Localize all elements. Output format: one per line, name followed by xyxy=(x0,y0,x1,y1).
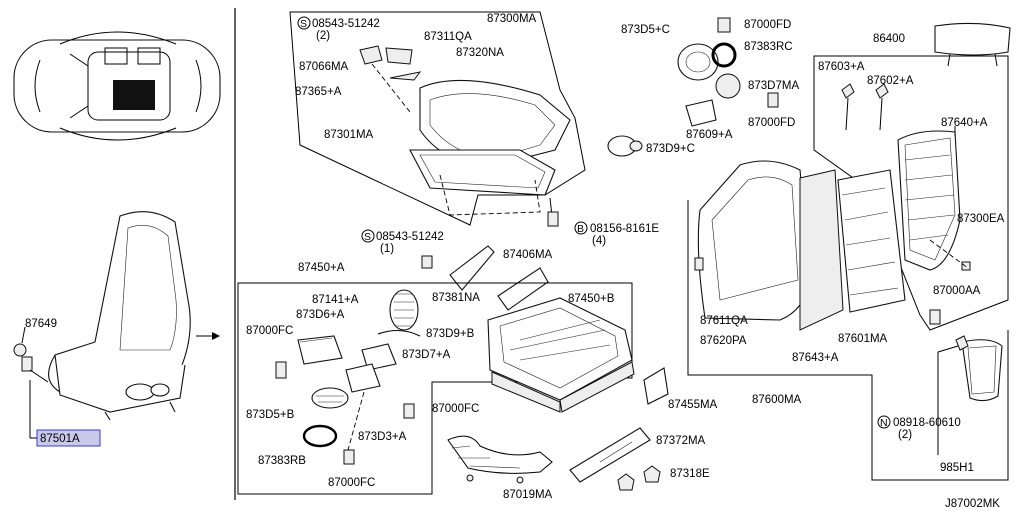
lower-trim-parts: 87019MA 87372MA 87318E 87455MA xyxy=(447,367,718,501)
diagram-id: J87002MK xyxy=(945,498,1000,510)
label-87455MA: 87455MA xyxy=(668,399,718,411)
label-08543-51242-mid: 08543-51242 xyxy=(376,231,444,243)
label-87000FD-mid: 87000FD xyxy=(748,117,795,129)
label-08156-8161E: 08156-8161E xyxy=(590,223,659,235)
s-symbol: S xyxy=(300,18,307,30)
label-87141A: 87141+A xyxy=(312,294,359,306)
n-symbol-icon xyxy=(877,415,891,429)
label-qty-2-top: (2) xyxy=(316,30,330,42)
label-87450A: 87450+A xyxy=(298,262,345,274)
label-87450B: 87450+B xyxy=(568,293,615,305)
label-87501A[interactable]: 87501A xyxy=(40,433,80,445)
label-873D7MA: 873D7MA xyxy=(748,80,799,92)
label-87603A: 87603+A xyxy=(818,61,865,73)
label-87000FD-top: 87000FD xyxy=(744,19,791,31)
label-qty-4: (4) xyxy=(592,235,606,247)
label-08543-51242-top: 08543-51242 xyxy=(312,18,380,30)
headrest: 86400 xyxy=(873,22,1011,67)
label-87019MA: 87019MA xyxy=(503,489,553,501)
cap-icon xyxy=(13,343,27,357)
label-87601MA: 87601MA xyxy=(838,333,888,345)
seat-assembly-overview: 87649 87501A xyxy=(13,211,220,447)
label-87372MA: 87372MA xyxy=(656,435,706,447)
label-873D5C: 873D5+C xyxy=(621,24,670,36)
seat-back-group: 87603+A 87602+A 87640+A 87300EA 87000AA … xyxy=(694,55,1009,364)
bolt-icon xyxy=(21,356,33,372)
label-87311QA: 87311QA xyxy=(424,31,472,43)
arrow-icon xyxy=(212,332,220,340)
label-08918-60610: 08918-60610 xyxy=(893,417,961,429)
label-87381NA: 87381NA xyxy=(432,292,480,304)
label-873D3A: 873D3+A xyxy=(358,431,407,443)
label-985H1: 985H1 xyxy=(940,462,974,474)
upper-switch-parts: 873D5+C 87000FD 87383RC 873D7MA 87000FD … xyxy=(607,17,799,157)
label-873D9B: 873D9+B xyxy=(426,328,475,340)
seat-adjuster-group: 87450+A 87141+A 873D6+A 87000FC 873D9+B … xyxy=(237,262,635,495)
label-87600MA: 87600MA xyxy=(752,394,802,406)
label-qty-2-bottom: (2) xyxy=(898,429,912,441)
b-symbol: B xyxy=(577,223,584,235)
label-87318E: 87318E xyxy=(670,468,710,480)
label-87643A: 87643+A xyxy=(792,352,839,364)
label-87300EA: 87300EA xyxy=(957,213,1005,225)
side-trim-parts: S 08543-51242 (1) 87406MA 87381NA xyxy=(361,229,553,311)
label-87620PA: 87620PA xyxy=(700,335,747,347)
label-87365A: 87365+A xyxy=(295,86,342,98)
label-87320NA: 87320NA xyxy=(456,47,504,59)
b-symbol-icon xyxy=(574,221,588,235)
seat-cushion-group: B S 08543-51242 (2) 87300MA 87311QA 8732… xyxy=(289,11,659,247)
label-873D6A: 873D6+A xyxy=(296,309,345,321)
label-87000FC-bot: 87000FC xyxy=(328,477,375,489)
label-87000FC-left: 87000FC xyxy=(246,325,293,337)
label-87611QA: 87611QA xyxy=(700,315,748,327)
n-symbol: N xyxy=(880,417,888,429)
label-87602A: 87602+A xyxy=(867,75,914,87)
label-87066MA: 87066MA xyxy=(299,61,349,73)
label-87383RC: 87383RC xyxy=(744,41,793,53)
label-873D5B: 873D5+B xyxy=(246,409,295,421)
label-87640A: 87640+A xyxy=(941,117,988,129)
label-87609A: 87609+A xyxy=(686,129,733,141)
s-symbol-mid: S xyxy=(364,231,371,243)
label-87000FC-mid: 87000FC xyxy=(432,403,479,415)
seat-back-frame-group: N 87600MA 08918-60610 (2) 985H1 xyxy=(687,200,1009,481)
highlighted-part-box[interactable] xyxy=(36,429,101,447)
label-87000AA: 87000AA xyxy=(933,285,981,297)
label-86400: 86400 xyxy=(873,33,905,45)
label-87301MA: 87301MA xyxy=(324,129,374,141)
label-873D7A: 873D7+A xyxy=(402,349,451,361)
car-top-view-thumbnail xyxy=(13,31,221,141)
label-87300MA: 87300MA xyxy=(487,13,537,25)
label-873D9C: 873D9+C xyxy=(646,143,695,155)
label-87649: 87649 xyxy=(25,318,57,330)
seat-location-marker xyxy=(113,80,155,110)
label-qty-1: (1) xyxy=(380,243,394,255)
label-87383RB: 87383RB xyxy=(258,455,306,467)
s-symbol-icon-mid xyxy=(361,229,375,243)
s-symbol-icon xyxy=(297,16,311,30)
label-87406MA: 87406MA xyxy=(503,249,553,261)
